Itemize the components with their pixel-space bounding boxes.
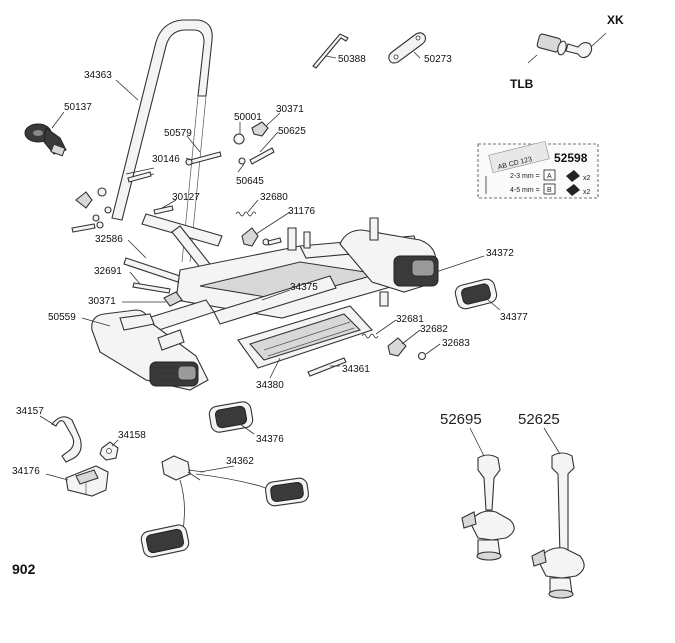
bike-holder-52625 [531,452,585,599]
label-34176: 34176 [12,466,40,477]
label-34157: 34157 [16,406,44,417]
label-32683: 32683 [442,338,470,349]
label-52625: 52625 [518,411,560,428]
lock-and-key-part [527,32,607,64]
right-hardware [307,333,427,377]
lamp-lens-34376 [208,401,254,433]
label-34158: 34158 [118,430,146,441]
label-32682: 32682 [420,324,448,335]
label-xk: XK [607,13,624,27]
holder-34176 [65,465,109,497]
label-34372: 34372 [486,248,514,259]
plate-row1-label: 2-3 mm = [510,173,540,180]
leader-lines [39,51,561,481]
label-32681: 32681 [396,314,424,325]
label-34380: 34380 [256,380,284,391]
label-52695: 52695 [440,411,482,428]
key-plate-part [388,32,427,64]
label-32586: 32586 [95,234,123,245]
nut-34158 [99,441,119,461]
label-30146: 30146 [152,154,180,165]
label-34361: 34361 [342,364,370,375]
label-30127: 30127 [172,192,200,203]
label-50645: 50645 [236,176,264,187]
label-34362: 34362 [226,456,254,467]
plate-row2-key: B [547,187,552,194]
label-50388: 50388 [338,54,366,65]
label-50137: 50137 [64,102,92,113]
label-50625: 50625 [278,126,306,137]
hex-key-part [312,33,349,69]
label-34363: 34363 [84,70,112,81]
bracket-34157 [51,416,82,463]
label-30371-mid: 30371 [88,296,116,307]
plate-row2-qty: x2 [583,189,591,196]
label-30371-top: 30371 [276,104,304,115]
label-34376: 34376 [256,434,284,445]
bike-holder-52695 [461,454,515,561]
label-50273: 50273 [424,54,452,65]
label-50001: 50001 [234,112,262,123]
page-label: 902 [12,561,36,577]
label-tlb: TLB [510,77,534,91]
label-50579: 50579 [164,128,192,139]
cable-harness-34362 [140,455,309,558]
plate-row2-label: 4-5 mm = [510,187,540,194]
strap-roll-part [24,123,67,157]
label-32691: 32691 [94,266,122,277]
carrier-body [91,213,439,391]
label-32680: 32680 [260,192,288,203]
label-31176: 31176 [288,206,316,217]
part-labels: 34363 50137 50388 50273 XK TLB 50579 500… [12,13,624,577]
plate-row1-qty: x2 [583,175,591,182]
label-34377: 34377 [500,312,528,323]
plate-part-number: 52598 [554,151,588,165]
label-50559: 50559 [48,312,76,323]
plate-row1-key: A [547,173,552,180]
plate-card: AB CD 123 52598 2-3 mm = A x2 4-5 mm = B… [477,140,599,199]
label-34375: 34375 [290,282,318,293]
lamp-lens-34377 [454,278,498,310]
hardware-bolts [71,121,282,294]
